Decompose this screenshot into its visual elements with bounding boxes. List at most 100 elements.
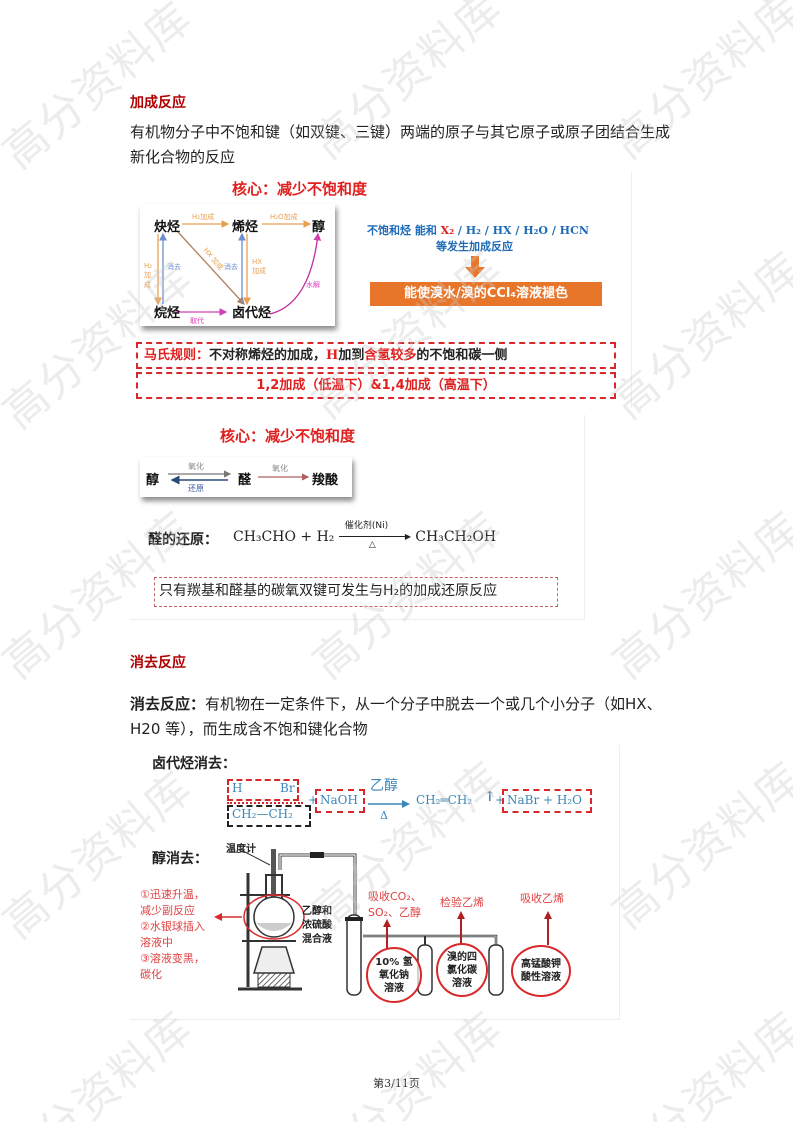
aldehyde-reduction-label: 醛的还原： xyxy=(148,532,218,548)
mixture-label: 乙醇和 浓硫酸 混合液 xyxy=(302,905,332,947)
watermark: 高分资料库 xyxy=(603,501,793,689)
label-hydrolysis: 水解 xyxy=(306,281,320,289)
elimination-definition: 消去反应：有机物在一定条件下，从一个分子中脱去一个或几个小分子（如HX、H20 … xyxy=(130,692,670,742)
label-oxidation: 氧化 xyxy=(188,462,204,471)
markovnikov-text: 加到 xyxy=(338,348,365,363)
circle-text: 溶液 xyxy=(383,982,404,994)
kmno4-solution-circle: 高锰酸钾 酸性溶液 xyxy=(511,945,571,997)
markovnikov-highlight: 含氢较多 xyxy=(364,348,417,363)
byproduct: NaBr + H₂O xyxy=(507,793,583,807)
solvent-ethanol: 乙醇 xyxy=(370,778,398,794)
naoh-box xyxy=(315,789,365,813)
note-line: ①迅速升温， xyxy=(140,888,205,901)
label-h2o-addition: H₂O加成 xyxy=(270,213,298,221)
equation-reactants: CH₃CHO + H₂ xyxy=(233,529,335,545)
gas-arrow-icon: ↑ xyxy=(484,789,496,805)
label-hx-addition-right: HX 加成 xyxy=(252,258,266,275)
watermark: 高分资料库 xyxy=(603,1001,793,1122)
circle-text: 酸性溶液 xyxy=(521,972,561,983)
byproduct-box xyxy=(502,789,592,813)
section-title-addition: 加成反应 xyxy=(130,95,186,111)
circle-text: 氧化钠 xyxy=(378,969,409,981)
ethylene-apparatus-diagram xyxy=(214,849,552,996)
reduction-figure: 核心：减少不饱和度 醇 醛 羧酸 氧化 还原 氧化 醛的还原： CH₃CHO +… xyxy=(130,415,585,620)
label-h2-addition-left: H₂ 加成 xyxy=(144,262,153,289)
ch2-ch2-box xyxy=(227,805,311,827)
circle-text: 溴的四 xyxy=(447,951,477,963)
test-ethylene-label: 检验乙烯 xyxy=(440,896,484,909)
reagent-line-2: 等发生加成反应 xyxy=(436,240,513,253)
alcohol-elimination-title: 醇消去： xyxy=(152,851,208,867)
reactant-br: Br xyxy=(280,781,295,795)
markovnikov-label: 马氏规则： xyxy=(144,348,210,363)
elimination-figure: 卤代烃消去： H Br CH₂—CH₂ + NaOH 乙醇 Δ CH₂═CH₂ … xyxy=(130,745,620,1020)
reactant-ch2-ch2: CH₂—CH₂ xyxy=(232,807,293,821)
node-aldehyde: 醛 xyxy=(238,473,252,488)
addition-figure: 核心：减少不饱和度 炔烃 烯烃 醇 烷烃 卤代烃 H₂加成 H₂O加成 H₂ 加… xyxy=(130,172,632,408)
oxidation-chain-card: 醇 醛 羧酸 氧化 还原 氧化 xyxy=(140,457,352,497)
mixture-line: 浓硫酸 xyxy=(302,920,332,931)
bromine-ccl4-circle: 溴的四 氯化碳 溶液 xyxy=(436,943,488,997)
mixture-line: 乙醇和 xyxy=(302,906,332,917)
circle-text: 10% 氢 xyxy=(375,956,413,968)
heat-condition: △ xyxy=(368,540,376,550)
note-line: ②水银球插入 xyxy=(140,920,205,933)
node-alcohol: 醇 xyxy=(312,220,326,235)
page-number: 第3/11页 xyxy=(373,1077,420,1090)
product-ethylene: CH₂═CH₂ xyxy=(416,793,473,807)
addition-definition: 有机物分子中不饱和键（如双键、三键）两端的原子与其它原子或原子团结合生成新化合物… xyxy=(130,123,671,166)
reagent-list: / H₂ / HX / H₂O / HCN xyxy=(454,224,589,237)
addition-temperature-box: 1,2加成（低温下）&1,4加成（高温下） xyxy=(136,372,616,399)
note-line: ③溶液变黑， xyxy=(140,952,205,965)
absorb-line: 吸收CO₂、 xyxy=(368,890,422,903)
note-line: 碳化 xyxy=(140,968,162,981)
procedure-notes: ①迅速升温， 减少副反应 ②水银球插入 溶液中 ③溶液变黑， 碳化 xyxy=(140,887,205,983)
circle-text: 高锰酸钾 xyxy=(521,959,561,970)
note-line: 溶液中 xyxy=(140,936,173,949)
oxidation-arrows xyxy=(168,470,310,485)
markovnikov-text: 不对称烯烃的加成， xyxy=(209,348,327,363)
reagent-line-1: 不饱和烃 能和 X₂ / H₂ / HX / H₂O / HCN xyxy=(367,222,589,238)
node-alkene: 烯烃 xyxy=(232,220,259,235)
plus-sign: + xyxy=(495,793,506,807)
h-br-highlight-box xyxy=(227,779,299,801)
node-alkane: 烷烃 xyxy=(154,306,181,321)
reaction-network-card: 炔烃 烯烃 醇 烷烃 卤代烃 H₂加成 H₂O加成 H₂ 加成 消去 HX 加成… xyxy=(140,204,335,326)
aldehyde-reduction-equation: CH₃CHO + H₂ 催化剂(Ni) ▶ △ CH₃CH₂OH xyxy=(233,521,497,550)
markovnikov-rule-box: 马氏规则：不对称烯烃的加成，H加到含氢较多的不饱和碳一侧 xyxy=(136,342,616,369)
absorb-co2-label: 吸收CO₂、 SO₂、乙醇 xyxy=(368,889,422,921)
node-alcohol: 醇 xyxy=(146,473,160,488)
markovnikov-text: 的不饱和碳一侧 xyxy=(416,348,508,363)
reagent-naoh: NaOH xyxy=(320,793,358,807)
elimination-text: 有机物在一定条件下，从一个分子中脱去一个或几个小分子（如HX、H20 等），而生… xyxy=(130,695,662,738)
mixture-line: 混合液 xyxy=(302,934,332,945)
catalyst-label: 催化剂(Ni) xyxy=(344,521,389,531)
label-substitution: 取代 xyxy=(190,317,204,325)
equation-products: CH₃CH₂OH xyxy=(415,529,497,545)
note-line: 减少副反应 xyxy=(140,904,195,917)
haloalkane-elimination-title: 卤代烃消去： xyxy=(152,756,236,772)
naoh-solution-circle: 10% 氢 氧化钠 溶液 xyxy=(366,947,422,1003)
node-alkyne: 炔烃 xyxy=(154,220,181,235)
label-elimination-mid: 消去 xyxy=(224,263,238,271)
label-reduction: 还原 xyxy=(188,484,204,493)
section-title-elimination: 消去反应 xyxy=(130,655,186,671)
plus-sign: + xyxy=(308,793,319,807)
circle-text: 溶液 xyxy=(452,977,472,989)
circle-text: 氯化碳 xyxy=(447,964,477,976)
absorb-ethylene-label: 吸收乙烯 xyxy=(520,892,564,905)
node-carboxylic-acid: 羧酸 xyxy=(312,473,339,488)
decolorize-result-box: 能使溴水/溴的CCl₄溶液褪色 xyxy=(370,282,602,306)
label-oxidation: 氧化 xyxy=(272,464,288,473)
core-title: 核心：减少不饱和度 xyxy=(220,427,356,445)
heat-symbol: Δ xyxy=(380,809,388,822)
elimination-label: 消去反应： xyxy=(130,695,206,713)
reaction-arrow-icon xyxy=(368,800,410,808)
core-title: 核心：减少不饱和度 xyxy=(232,180,368,198)
carbonyl-reduction-note: 只有羰基和醛基的碳氧双键可发生与H₂的加成还原反应 xyxy=(154,577,558,607)
addition-temperature-note: 1,2加成（低温下）&1,4加成（高温下） xyxy=(256,378,496,393)
bond-break-line xyxy=(227,802,303,804)
node-haloalkane: 卤代烃 xyxy=(232,306,272,321)
reaction-arrows xyxy=(154,220,322,316)
label-h2-addition: H₂加成 xyxy=(192,213,215,221)
